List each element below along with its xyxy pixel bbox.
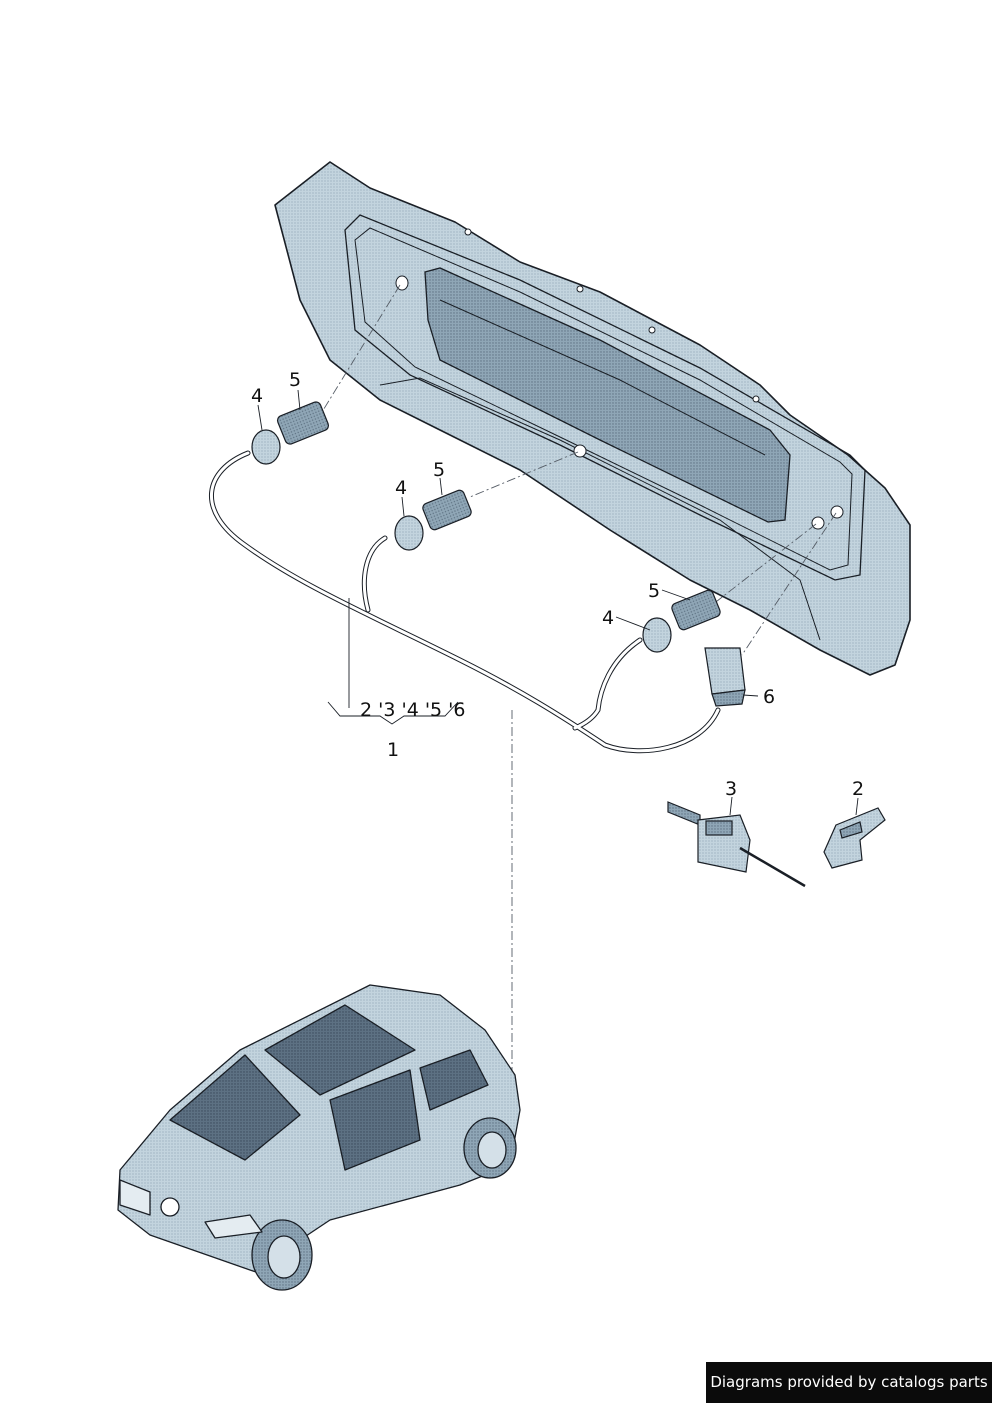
callout-connector-2: 4 — [395, 477, 407, 499]
callout-harness: 1 — [387, 739, 399, 761]
round-connector-housing — [642, 617, 672, 653]
plug-housing — [671, 589, 721, 631]
callout-connector-1: 4 — [251, 385, 263, 407]
bracket — [823, 807, 886, 869]
callout-bracket: 2 — [852, 778, 864, 800]
callout-clip: 3 — [725, 778, 737, 800]
callout-harness-group: 2 '3 '4 '5 '6 — [360, 699, 466, 721]
car-illustration — [117, 984, 521, 1291]
callout-pigtail: 6 — [763, 686, 775, 708]
connector-group-3 — [642, 589, 721, 653]
leader-lines — [321, 284, 837, 1075]
connector-group-2 — [394, 489, 472, 551]
round-connector-housing — [251, 429, 281, 465]
wiring-harness — [208, 450, 721, 754]
callout-plug-1: 5 — [289, 369, 301, 391]
callout-plug-2: 5 — [433, 459, 445, 481]
callout-connector-3: 4 — [602, 607, 614, 629]
credit-banner: Diagrams provided by catalogs parts — [706, 1362, 992, 1403]
pigtail-connector — [704, 647, 746, 707]
callout-plug-3: 5 — [648, 580, 660, 602]
plug-housing — [422, 489, 472, 531]
connector-group-1 — [251, 401, 330, 465]
plug-housing — [276, 401, 330, 445]
callout-labels: 4 5 4 5 4 5 6 3 2 2 '3 '4 '5 '6 1 — [251, 369, 864, 800]
cable-clip — [667, 801, 806, 888]
callout-leaders — [257, 389, 859, 816]
round-connector-housing — [394, 515, 424, 551]
trim-panel — [274, 161, 911, 676]
